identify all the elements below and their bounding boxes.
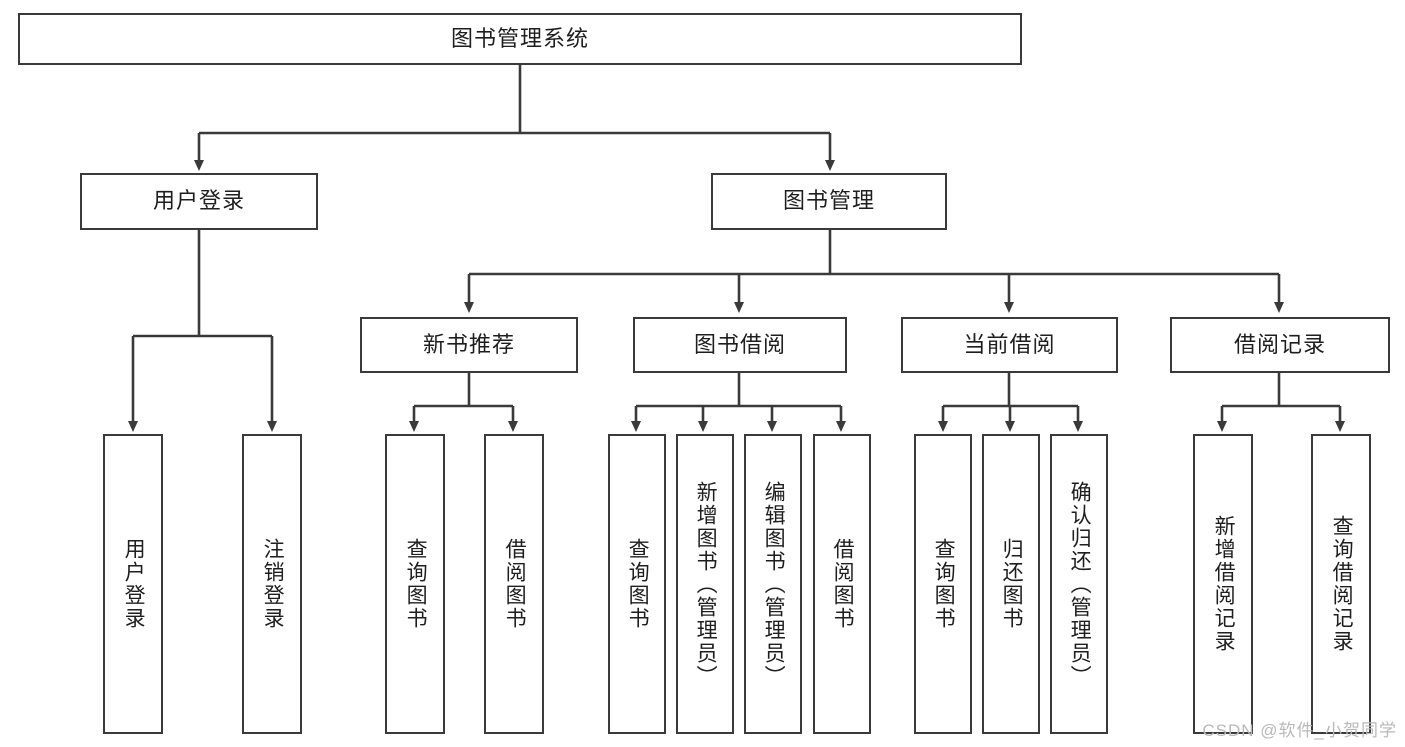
node-label: 查询借阅记录 [1330,515,1354,653]
csdn-watermark: CSDN @软件_小贺同学 [1202,721,1397,740]
node-label: 新增图书（管理员） [694,480,718,688]
leaf-add-book-admin[interactable]: 新增图书（管理员） [676,434,734,734]
leaf-query-books-recommendation[interactable]: 查询图书 [385,434,445,734]
node-label: 图书管理 [782,188,875,214]
node-label: 图书管理系统 [450,25,589,51]
node-label: 用户登录 [122,538,146,630]
leaf-query-books-borrowing[interactable]: 查询图书 [608,434,666,734]
node-label: 查询图书 [626,538,650,630]
leaf-return-books[interactable]: 归还图书 [982,434,1040,734]
node-label: 新书推荐 [422,331,515,357]
node-label: 借阅图书 [503,538,527,630]
node-new-book-recommendation[interactable]: 新书推荐 [360,317,578,373]
leaf-query-borrowing-record[interactable]: 查询借阅记录 [1311,434,1371,734]
node-label: 归还图书 [1000,538,1024,630]
leaf-query-books-current[interactable]: 查询图书 [914,434,972,734]
node-current-borrowing[interactable]: 当前借阅 [901,317,1118,373]
leaf-user-login[interactable]: 用户登录 [103,434,163,734]
node-label: 查询图书 [404,538,428,630]
node-label: 注销登录 [261,538,285,630]
node-label: 新增借阅记录 [1212,515,1236,653]
node-book-management[interactable]: 图书管理 [711,173,947,230]
node-label: 借阅记录 [1233,331,1326,357]
node-book-borrowing[interactable]: 图书借阅 [633,317,847,373]
node-label: 当前借阅 [963,331,1056,357]
node-label: 借阅图书 [831,538,855,630]
leaf-borrow-books-recommendation[interactable]: 借阅图书 [484,434,544,734]
node-label: 图书借阅 [693,331,786,357]
leaf-confirm-return-admin[interactable]: 确认归还（管理员） [1050,434,1108,734]
node-label: 确认归还（管理员） [1068,480,1092,688]
leaf-edit-book-admin[interactable]: 编辑图书（管理员） [744,434,802,734]
node-label: 编辑图书（管理员） [762,480,786,688]
node-label: 查询图书 [932,538,956,630]
node-user-login[interactable]: 用户登录 [80,173,318,230]
leaf-logout[interactable]: 注销登录 [242,434,302,734]
leaf-add-borrowing-record[interactable]: 新增借阅记录 [1193,434,1253,734]
leaf-borrow-books-borrowing[interactable]: 借阅图书 [813,434,871,734]
node-label: 用户登录 [152,188,245,214]
node-root-book-management-system[interactable]: 图书管理系统 [18,13,1022,65]
node-borrowing-records[interactable]: 借阅记录 [1170,317,1390,373]
